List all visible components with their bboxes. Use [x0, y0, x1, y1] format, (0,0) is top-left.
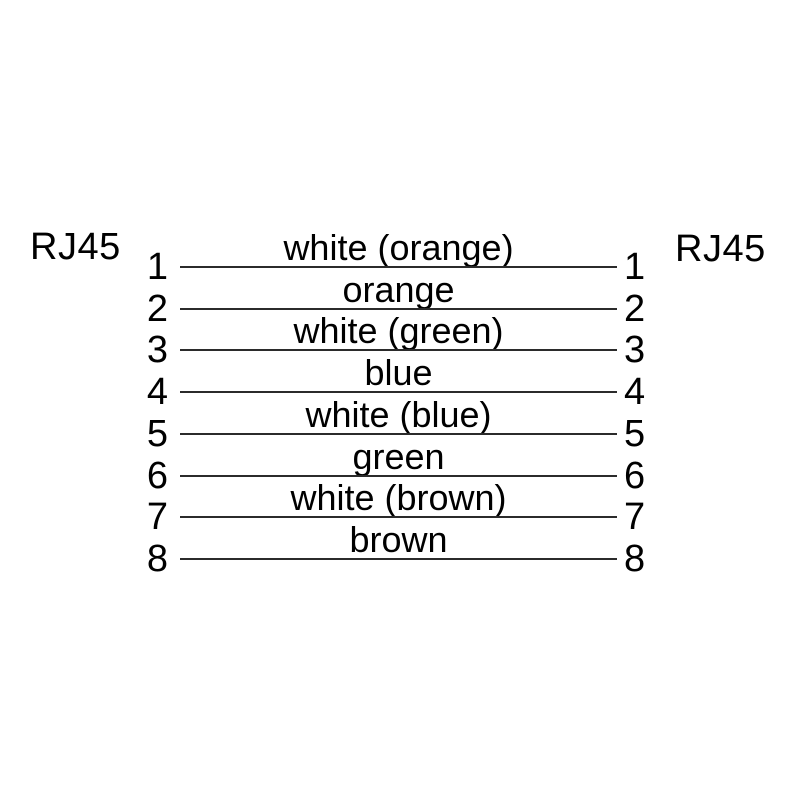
- wire-color-label: white (green): [293, 310, 504, 351]
- pin-number-left: 8: [146, 538, 168, 580]
- pin-number-right: 1: [624, 246, 646, 288]
- wire-line: [180, 308, 617, 310]
- pin-number-left: 6: [146, 455, 168, 497]
- wire-color-label: orange: [342, 269, 455, 310]
- wire-color-label: white (blue): [305, 394, 492, 435]
- connector-label-left: RJ45: [30, 226, 121, 268]
- wire-line: [180, 266, 617, 268]
- wire-color-label: white (orange): [283, 227, 514, 268]
- wire-line: [180, 433, 617, 435]
- pin-number-right: 8: [624, 538, 646, 580]
- pin-number-right: 6: [624, 455, 646, 497]
- wire-line: [180, 475, 617, 477]
- connector-label-right: RJ45: [675, 228, 766, 270]
- pin-number-left: 3: [146, 329, 168, 371]
- wire-color-label: white (brown): [290, 477, 507, 518]
- wire-line: [180, 516, 617, 518]
- pin-number-right: 5: [624, 413, 646, 455]
- pin-number-left: 2: [146, 288, 168, 330]
- pin-number-right: 4: [624, 371, 646, 413]
- pin-number-left: 4: [146, 371, 168, 413]
- pin-number-right: 7: [624, 496, 646, 538]
- pin-number-right: 3: [624, 329, 646, 371]
- wire-line: [180, 391, 617, 393]
- pin-number-left: 1: [146, 246, 168, 288]
- wire-color-label: brown: [349, 519, 448, 560]
- pin-number-right: 2: [624, 288, 646, 330]
- wire-line: [180, 349, 617, 351]
- wire-color-label: green: [352, 436, 445, 477]
- pin-number-left: 7: [146, 496, 168, 538]
- wire-color-label: blue: [364, 352, 433, 393]
- wire-line: [180, 558, 617, 560]
- pin-number-left: 5: [146, 413, 168, 455]
